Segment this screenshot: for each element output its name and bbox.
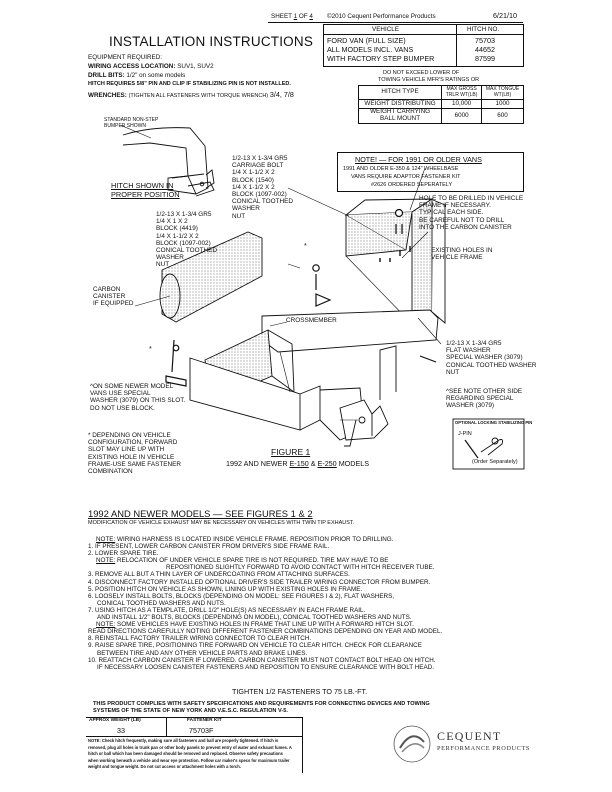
cequent-logo-icon xyxy=(393,725,431,763)
copyright: ©2010 Cequent Performance Products xyxy=(327,13,436,20)
footer-rule xyxy=(86,717,302,718)
header-rule xyxy=(268,22,523,23)
step-line: 2. LOWER SPARE TIRE. xyxy=(88,550,159,558)
weight-value: 33 xyxy=(117,726,125,735)
jpin-label: J-PIN xyxy=(458,431,472,437)
drill-line: DRILL BITS: 1/2" on some models xyxy=(88,72,186,79)
crossmember-label: CROSSMEMBER xyxy=(286,317,337,324)
step-line: 7. USING HITCH AS A TEMPLATE, DRILL 1/2"… xyxy=(88,606,366,614)
instruction-steps: NOTE: WIRING HARNESS IS LOCATED INSIDE V… xyxy=(88,536,524,671)
brand-sub: PERFORMANCE PRODUCTS xyxy=(437,745,531,752)
step-line: 5. POSITION HITCH ON VEHICLE AS SHOWN, L… xyxy=(88,585,363,593)
asterisk-mark: * xyxy=(304,241,307,250)
step-line: NOTE: SOME VEHICLES HAVE EXISTING HOLES … xyxy=(96,621,414,629)
step-line: 1. IF PRESENT, LOWER CARBON CANISTER FRO… xyxy=(88,543,330,551)
step-line: CONICAL TOOTHED WASHERS AND NUTS. xyxy=(97,599,226,607)
step-line: NOTE: RELOCATION OF UNDER VEHICLE SPARE … xyxy=(96,557,389,565)
exhaust-note: MODIFICATION OF VEHICLE EXHAUST MAY BE N… xyxy=(88,520,355,526)
col-hitch: HITCH NO. xyxy=(467,26,500,33)
compliance-line: SYSTEMS OF THE STATE OF NEW YORK AND V.E… xyxy=(93,708,288,714)
figure-title: FIGURE 1 xyxy=(271,447,311,457)
step-line: 4. DISCONNECT FACTORY INSTALLED OPTIONAL… xyxy=(88,578,431,586)
weight-label: APPROX WEIGHT (LB) xyxy=(89,718,141,723)
ratings-caption: DO NOT EXCEED LOWER OF xyxy=(383,70,460,76)
ratings-caption: TOWING VEHICLE MFR'S RATINGS OR xyxy=(378,77,480,83)
note-box-line: 1991 AND OLDER E-350 & 124" WHEELBASE xyxy=(343,166,459,172)
step-line: 8. REINSTALL FACTORY TRAILER WIRING CONN… xyxy=(88,635,312,643)
note-box-line: #2626 ORDERED SEPERATELY xyxy=(371,182,453,188)
vehicle-table: VEHICLE HITCH NO. FORD VAN (FULL SIZE) A… xyxy=(323,24,524,67)
kit-value: 75703F xyxy=(189,726,214,735)
kit-label: FASTENER KIT xyxy=(187,718,222,723)
note-box-line: VANS REQUIRE ADAPTOR FASTENER KIT xyxy=(351,174,461,180)
col-vehicle: VEHICLE xyxy=(372,26,399,33)
note-box-title: NOTE! — FOR 1991 OR OLDER VANS xyxy=(355,155,482,164)
figure-subtitle: 1992 AND NEWER E-150 & E-250 MODELS xyxy=(226,459,370,468)
footer-divider xyxy=(166,717,167,736)
asterisk-mark: * xyxy=(149,344,152,353)
ratings-tongue: 600 xyxy=(481,108,524,124)
vehicle-line: ALL MODELS INCL. VANS xyxy=(327,45,414,54)
step-line: REPOSITIONED SLIGHTLY FORWARD TO AVOID C… xyxy=(166,564,435,572)
brand-name: CEQUENT xyxy=(437,729,502,743)
step-line: 3. REMOVE ALL BUT A THIN LAYER OF UNDERC… xyxy=(88,571,350,579)
step-line: NOTE: WIRING HARNESS IS LOCATED INSIDE V… xyxy=(96,536,394,543)
step-line: 6. LOOSELY INSTALL BOLTS, BLOCKS (DEPEND… xyxy=(88,592,395,600)
hitch-number: 75703 xyxy=(475,36,495,45)
safety-note: NOTE: Check hitch frequently, making sur… xyxy=(88,738,292,770)
step-line: AND INSTALL 1/2" BOLTS, BLOCKS (DEPENDIN… xyxy=(97,614,412,622)
pin-note: HITCH REQUIRES 5/8" PIN AND CLIP IF STAB… xyxy=(88,81,291,87)
wrench-line: WRENCHES: (TIGHTEN ALL FASTENERS WITH TO… xyxy=(88,90,294,99)
jpin-box xyxy=(452,418,525,470)
hitch-crossmember xyxy=(189,309,439,447)
step-line: BETWEEN TIRE AND ANY OTHER VEHICLE PARTS… xyxy=(97,649,308,657)
frame-rail xyxy=(344,198,446,325)
pin-box-title: OPTIONAL LOCKING STABILIZING PIN xyxy=(455,420,533,425)
step-line: IF NECESSARY LOOSEN CANISTER FASTENERS A… xyxy=(97,663,434,671)
page-title: INSTALLATION INSTRUCTIONS xyxy=(109,34,314,49)
hitch-number: 87599 xyxy=(475,54,495,63)
hitch-number: 44652 xyxy=(475,45,495,54)
compliance-line: THIS PRODUCT COMPLIES WITH SAFETY SPECIF… xyxy=(93,701,430,707)
step-line: 10. REATTACH CARBON CANISTER IF LOWERED.… xyxy=(88,656,436,664)
torque-spec: TIGHTEN 1/2 FASTENERS TO 75 LB.-FT. xyxy=(232,687,368,696)
note-box xyxy=(337,152,524,192)
wiring-line: WIRING ACCESS LOCATION: SUV1, SUV2 xyxy=(88,63,214,70)
footer-divider xyxy=(302,717,303,773)
sheet-label: SHEET 1 OF 4 xyxy=(271,13,313,20)
equipment-heading: EQUIPMENT REQUIRED: xyxy=(88,54,163,61)
ratings-gross: 6000 xyxy=(441,108,483,124)
step-line: READ DIRECTIONS CAREFULLY NOTING DIFFERE… xyxy=(88,628,443,636)
footer-rule xyxy=(86,736,302,737)
section-title: 1992 AND NEWER MODELS — SEE FIGURES 1 & … xyxy=(88,508,313,519)
order-separately: (Order Separately) xyxy=(472,459,518,465)
step-line: 9. RAISE SPARE TIRE, POSITIONING TIRE FO… xyxy=(88,642,422,650)
date: 6/21/10 xyxy=(493,11,517,20)
vehicle-line: FORD VAN (FULL SIZE) xyxy=(327,36,406,45)
vehicle-line: WITH FACTORY STEP BUMPER xyxy=(327,54,435,63)
bumper-sketch xyxy=(119,124,215,197)
